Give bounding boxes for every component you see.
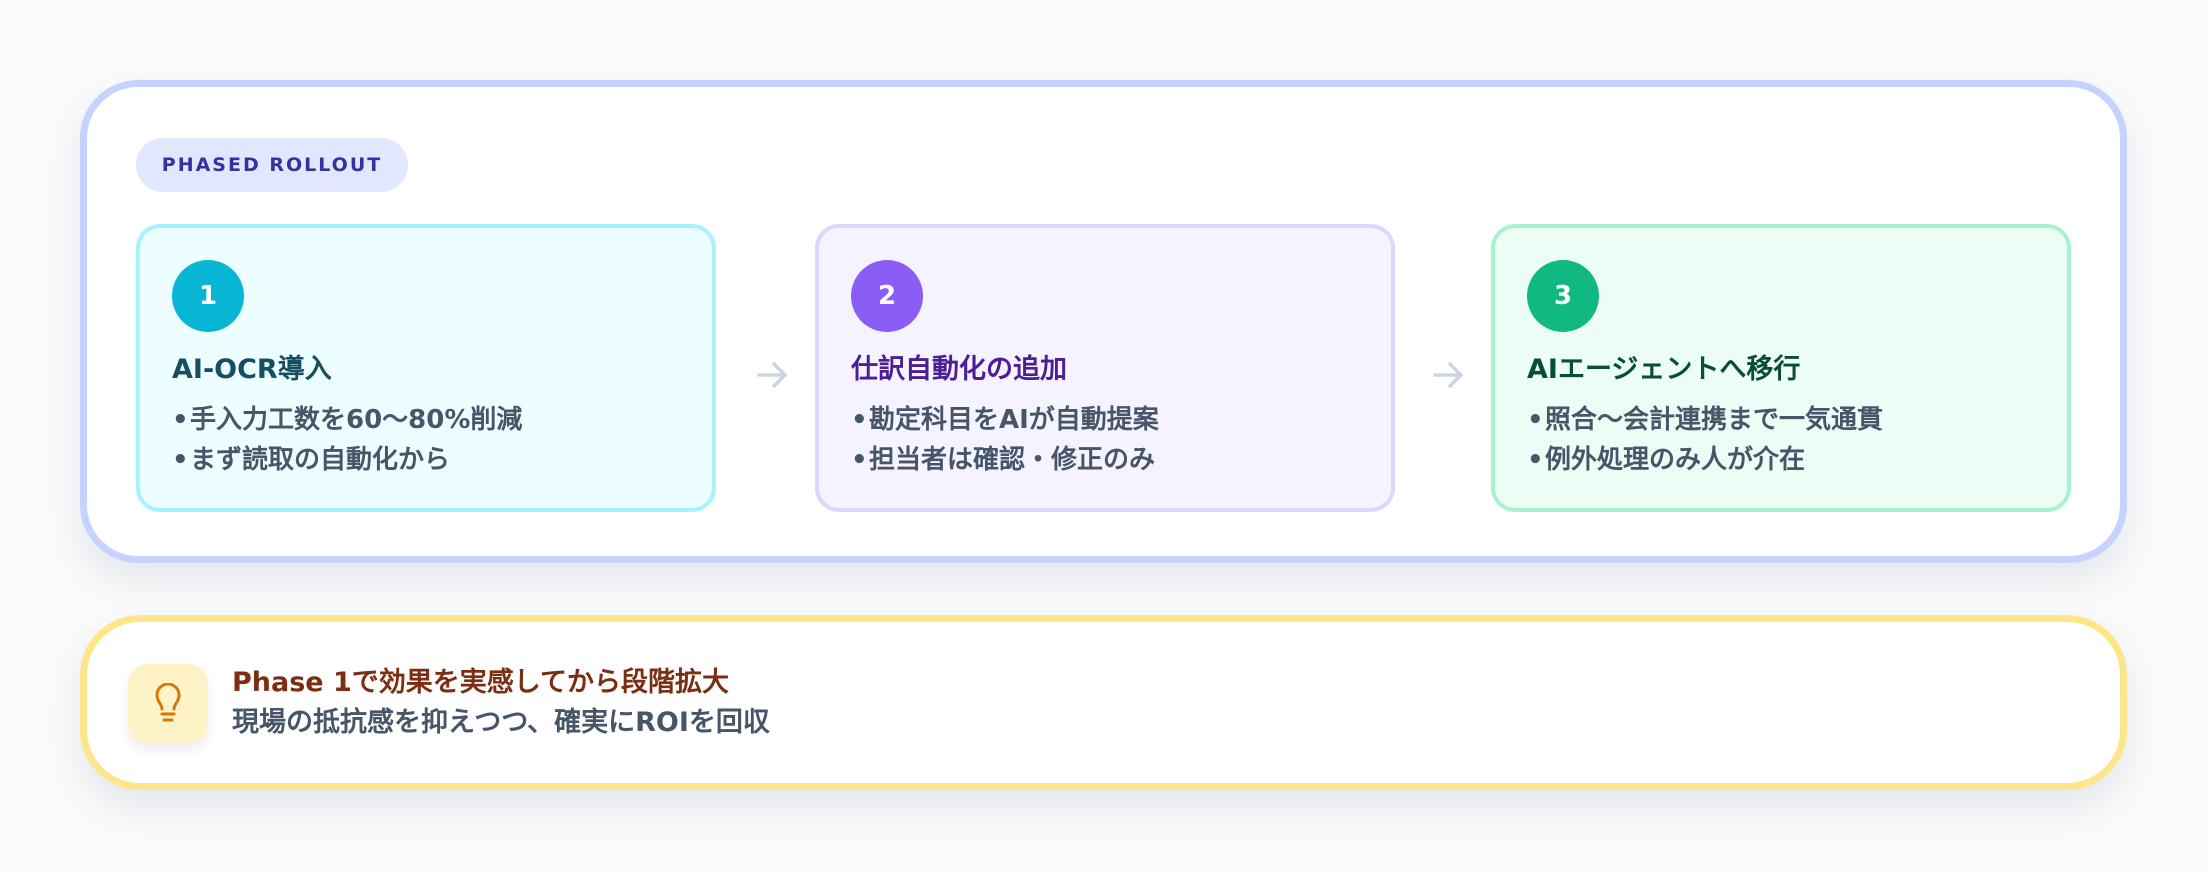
bullet-item: 例外処理のみ人が介在 (1527, 440, 1883, 480)
phase-number-badge: 3 (1527, 260, 1599, 332)
phased-rollout-panel: PHASED ROLLOUT 1 AI-OCR導入 手入力工数を60〜80%削減… (80, 80, 2127, 563)
bullet-item: まず読取の自動化から (172, 440, 522, 480)
bullet-item: 手入力工数を60〜80%削減 (172, 400, 522, 440)
phase-bullets: 勘定科目をAIが自動提案 担当者は確認・修正のみ (851, 400, 1159, 480)
callout-subtitle: 現場の抵抗感を抑えつつ、確実にROIを回収 (232, 707, 770, 738)
phase-card-2: 2 仕訳自動化の追加 勘定科目をAIが自動提案 担当者は確認・修正のみ (815, 224, 1395, 512)
arrow-right-icon (753, 357, 793, 393)
tip-callout: Phase 1で効果を実感してから段階拡大 現場の抵抗感を抑えつつ、確実にROI… (80, 615, 2127, 790)
phase-title: 仕訳自動化の追加 (851, 354, 1067, 385)
phase-card-1: 1 AI-OCR導入 手入力工数を60〜80%削減 まず読取の自動化から (136, 224, 716, 512)
arrow-right-icon (1429, 357, 1469, 393)
phase-title: AI-OCR導入 (172, 354, 332, 385)
phase-bullets: 手入力工数を60〜80%削減 まず読取の自動化から (172, 400, 522, 480)
bullet-item: 照合〜会計連携まで一気通貫 (1527, 400, 1883, 440)
bullet-item: 勘定科目をAIが自動提案 (851, 400, 1159, 440)
phase-card-3: 3 AIエージェントへ移行 照合〜会計連携まで一気通貫 例外処理のみ人が介在 (1491, 224, 2071, 512)
phase-bullets: 照合〜会計連携まで一気通貫 例外処理のみ人が介在 (1527, 400, 1883, 480)
section-badge: PHASED ROLLOUT (136, 138, 408, 192)
callout-title: Phase 1で効果を実感してから段階拡大 (232, 667, 729, 698)
lightbulb-icon (128, 664, 208, 744)
phase-number-badge: 2 (851, 260, 923, 332)
phase-number-badge: 1 (172, 260, 244, 332)
phase-title: AIエージェントへ移行 (1527, 354, 1801, 385)
bullet-item: 担当者は確認・修正のみ (851, 440, 1159, 480)
